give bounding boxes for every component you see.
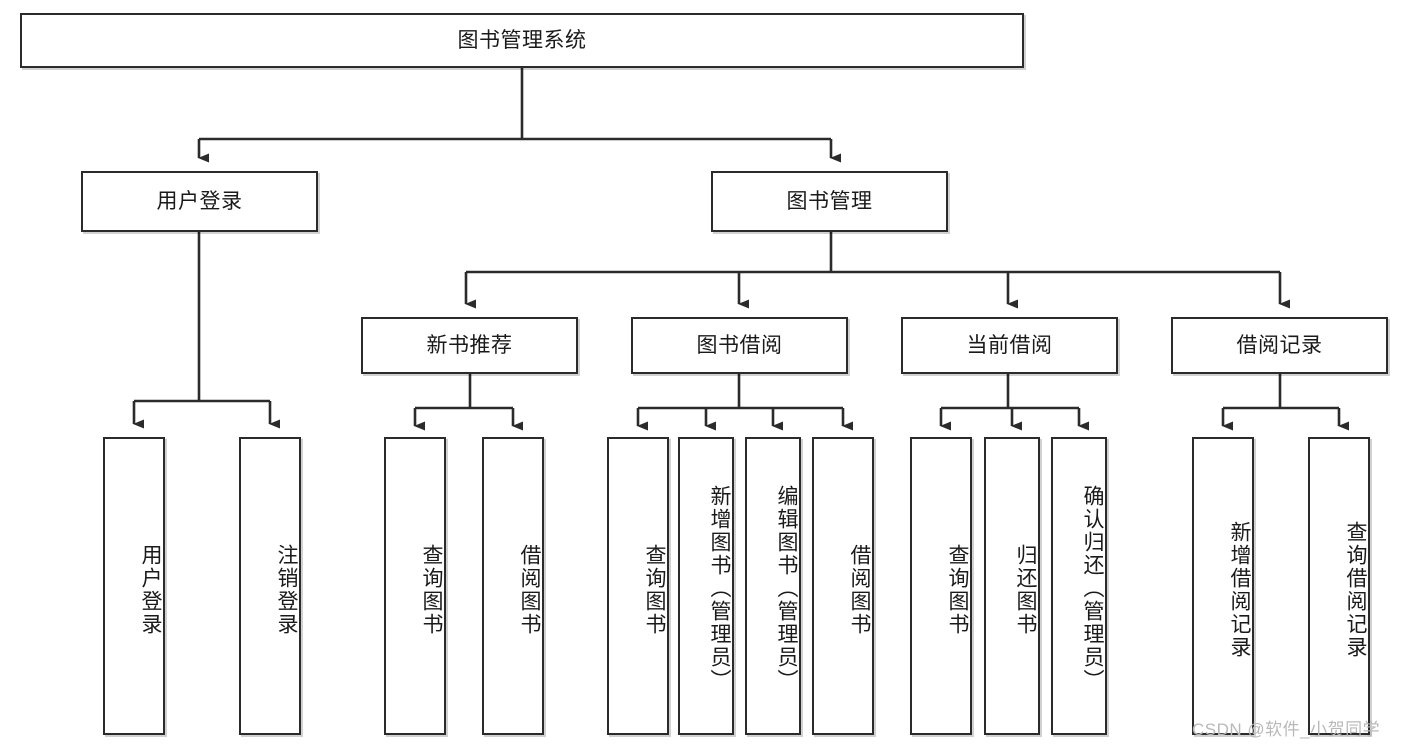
node-user-login-label: 用户登录 <box>156 190 243 213</box>
node-leaf-add-book[interactable]: 新增图书（管理员） <box>678 437 734 735</box>
node-leaf-query-book-1-label: 查询图书 <box>420 544 443 636</box>
node-leaf-borrow-book-2-label: 借阅图书 <box>848 544 871 636</box>
node-book-manage[interactable]: 图书管理 <box>711 171 948 232</box>
node-leaf-edit-book-label: 编辑图书（管理员） <box>775 484 798 692</box>
edge-group-new-book-recommend <box>413 374 523 431</box>
node-current-borrow-label: 当前借阅 <box>966 334 1053 357</box>
node-borrow-record[interactable]: 借阅记录 <box>1171 317 1388 374</box>
node-book-borrow[interactable]: 图书借阅 <box>631 317 848 374</box>
node-leaf-query-record[interactable]: 查询借阅记录 <box>1308 437 1370 735</box>
node-leaf-logout[interactable]: 注销登录 <box>239 437 301 735</box>
node-current-borrow[interactable]: 当前借阅 <box>901 317 1118 374</box>
node-leaf-query-book-3-label: 查询图书 <box>946 544 969 636</box>
node-leaf-query-book-1[interactable]: 查询图书 <box>384 437 446 735</box>
node-leaf-query-book-2[interactable]: 查询图书 <box>607 437 669 735</box>
node-leaf-add-record[interactable]: 新增借阅记录 <box>1192 437 1254 735</box>
node-leaf-borrow-book-1-label: 借阅图书 <box>518 544 541 636</box>
node-new-book-recommend[interactable]: 新书推荐 <box>361 317 578 374</box>
node-leaf-user-login-label: 用户登录 <box>139 544 162 636</box>
node-new-book-recommend-label: 新书推荐 <box>426 334 513 357</box>
node-root[interactable]: 图书管理系统 <box>20 13 1024 68</box>
watermark-text: CSDN @软件_小贺同学 <box>1192 720 1381 739</box>
edge-group-borrow-record <box>1221 374 1349 431</box>
node-leaf-confirm-return[interactable]: 确认归还（管理员） <box>1051 437 1107 735</box>
edge-group-user-login <box>132 232 280 429</box>
node-book-borrow-label: 图书借阅 <box>696 334 783 357</box>
node-leaf-confirm-return-label: 确认归还（管理员） <box>1081 484 1104 692</box>
node-leaf-query-book-2-label: 查询图书 <box>643 544 666 636</box>
node-leaf-query-record-label: 查询借阅记录 <box>1344 521 1367 659</box>
edge-group-root <box>197 68 841 163</box>
edge-group-current-borrow <box>939 374 1089 431</box>
node-leaf-logout-label: 注销登录 <box>275 544 298 636</box>
node-user-login[interactable]: 用户登录 <box>81 171 318 232</box>
node-borrow-record-label: 借阅记录 <box>1236 334 1323 357</box>
node-leaf-user-login[interactable]: 用户登录 <box>103 437 165 735</box>
node-leaf-borrow-book-2[interactable]: 借阅图书 <box>812 437 874 735</box>
node-book-manage-label: 图书管理 <box>786 190 873 213</box>
node-leaf-add-book-label: 新增图书（管理员） <box>708 484 731 692</box>
node-leaf-return-book-label: 归还图书 <box>1014 544 1037 636</box>
node-leaf-add-record-label: 新增借阅记录 <box>1228 521 1251 659</box>
node-leaf-return-book[interactable]: 归还图书 <box>984 437 1040 735</box>
node-leaf-edit-book[interactable]: 编辑图书（管理员） <box>745 437 801 735</box>
edge-group-book-borrow <box>636 374 853 431</box>
node-leaf-borrow-book-1[interactable]: 借阅图书 <box>482 437 544 735</box>
edge-group-book-manage <box>464 232 1290 309</box>
node-leaf-query-book-3[interactable]: 查询图书 <box>910 437 972 735</box>
node-root-label: 图书管理系统 <box>457 29 587 52</box>
